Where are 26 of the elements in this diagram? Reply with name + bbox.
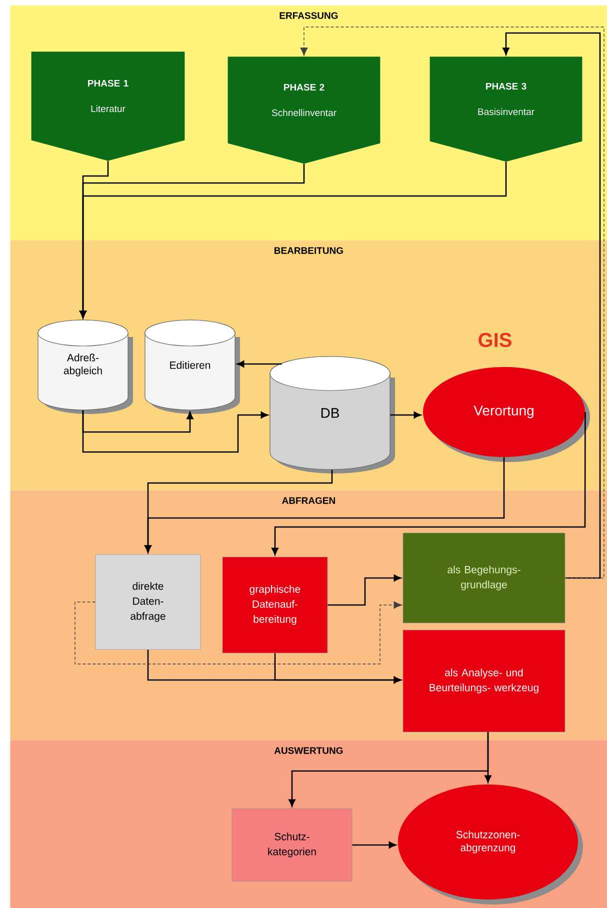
arrow — [74, 601, 402, 664]
arrow — [80, 162, 507, 318]
database-cylinder: Editieren — [144, 320, 240, 414]
arrow — [82, 410, 268, 453]
arrow — [288, 732, 489, 807]
arrow — [272, 412, 586, 556]
section-label: GIS — [478, 332, 512, 348]
phase-pentagon: PHASE 3 Basisinventar — [430, 56, 582, 162]
arrow — [236, 360, 282, 368]
arrow — [502, 32, 601, 579]
database-cylinder: Adreß- abgleich — [38, 320, 133, 414]
phase-pentagon: PHASE 2 Schnellinventar — [228, 56, 380, 164]
phase-pentagon: PHASE 1 Literatur — [31, 52, 185, 161]
process-box: Schutz- kategorien — [232, 808, 352, 882]
database-cylinder: DB — [270, 356, 395, 474]
arrow — [82, 410, 194, 433]
process-box: graphische Datenauf- bereitung — [222, 556, 328, 654]
arrow — [300, 26, 604, 578]
arrow — [390, 412, 422, 418]
arrow — [352, 842, 396, 848]
arrow — [274, 653, 402, 684]
process-box: direkte Daten- abfrage — [95, 554, 201, 650]
arrow — [328, 574, 402, 606]
process-box: als Analyse- und Beurteilungs- werkzeug — [402, 630, 566, 732]
process-box: als Begehungs- grundlage — [402, 532, 566, 624]
arrow — [144, 457, 505, 553]
